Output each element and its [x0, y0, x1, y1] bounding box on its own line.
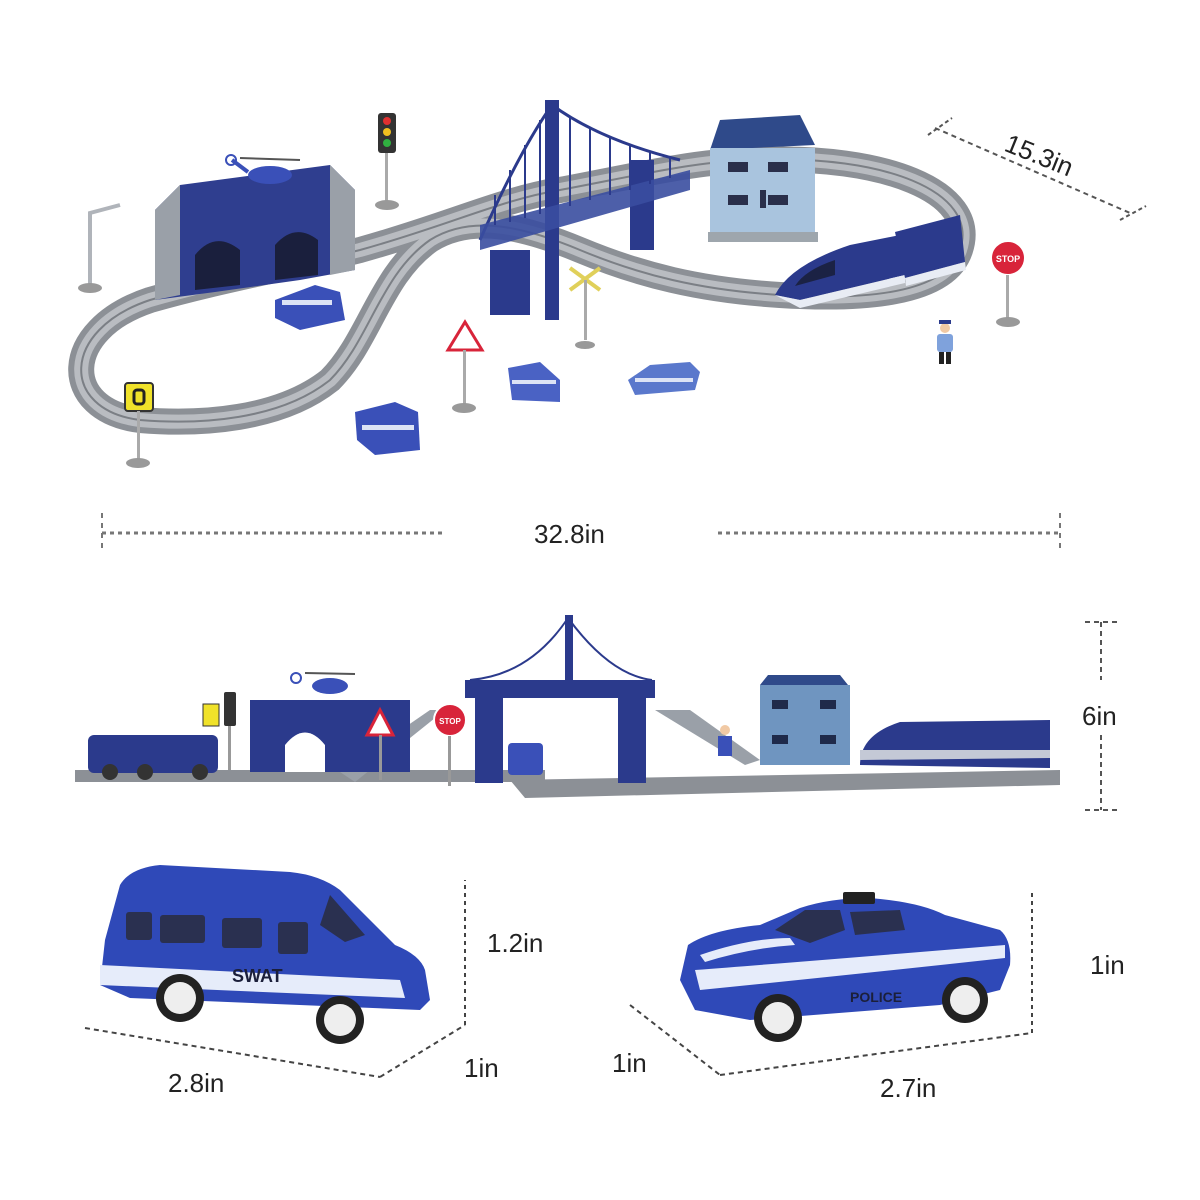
side-fire-truck — [88, 735, 218, 780]
police-car-dimension-lines — [629, 893, 1033, 1076]
height-dimension-line — [1085, 621, 1118, 811]
height-label: 6in — [1082, 701, 1117, 731]
swat-van-width-label: 1in — [464, 1053, 499, 1083]
side-view-layout: STOP — [0, 600, 1200, 830]
police-car-length-label: 2.7in — [880, 1073, 937, 1103]
figure-eight-track-illustration: STOP — [68, 100, 1026, 468]
police-officer-figure — [937, 320, 953, 364]
svg-text:STOP: STOP — [996, 254, 1020, 264]
svg-text:STOP: STOP — [439, 717, 461, 726]
train — [775, 215, 966, 308]
swat-van-detail: SWAT — [0, 850, 600, 1110]
police-truck — [275, 285, 345, 330]
helicopter — [225, 154, 301, 184]
swat-van-small — [508, 362, 560, 402]
depth-dimension-line — [927, 117, 1147, 221]
width-dimension-line — [101, 513, 1061, 550]
police-car-width-label: 1in — [612, 1048, 647, 1078]
swat-van-length-label: 2.8in — [168, 1068, 225, 1098]
svg-text:POLICE: POLICE — [850, 989, 902, 1005]
swat-van-illustration: SWAT — [100, 865, 430, 1044]
police-car-height-label: 1in — [1090, 950, 1125, 980]
warning-sign — [445, 319, 485, 413]
svg-text:SWAT: SWAT — [232, 966, 283, 986]
swat-van-dimension-lines — [84, 880, 466, 1078]
railroad-crossing-sign — [568, 266, 602, 349]
side-train — [860, 720, 1050, 768]
street-lamp — [78, 203, 121, 293]
police-car-small — [628, 362, 700, 395]
side-police-station — [760, 675, 850, 765]
police-car-detail: POLICE — [600, 850, 1200, 1110]
swat-truck — [355, 402, 420, 455]
swat-van-height-label: 1.2in — [487, 928, 544, 958]
police-station — [708, 115, 818, 242]
width-label: 32.8in — [534, 519, 605, 549]
top-view-layout: STOP — [0, 0, 1200, 550]
suspension-bridge — [478, 100, 690, 320]
side-stop-sign: STOP — [433, 703, 467, 786]
traffic-light — [375, 113, 399, 210]
tunnel — [155, 165, 355, 300]
stop-sign: STOP — [990, 240, 1026, 327]
tunnel-sign — [124, 382, 154, 468]
police-car-illustration: POLICE — [680, 892, 1011, 1042]
side-view-illustration: STOP — [75, 615, 1060, 798]
side-bridge — [465, 615, 655, 783]
